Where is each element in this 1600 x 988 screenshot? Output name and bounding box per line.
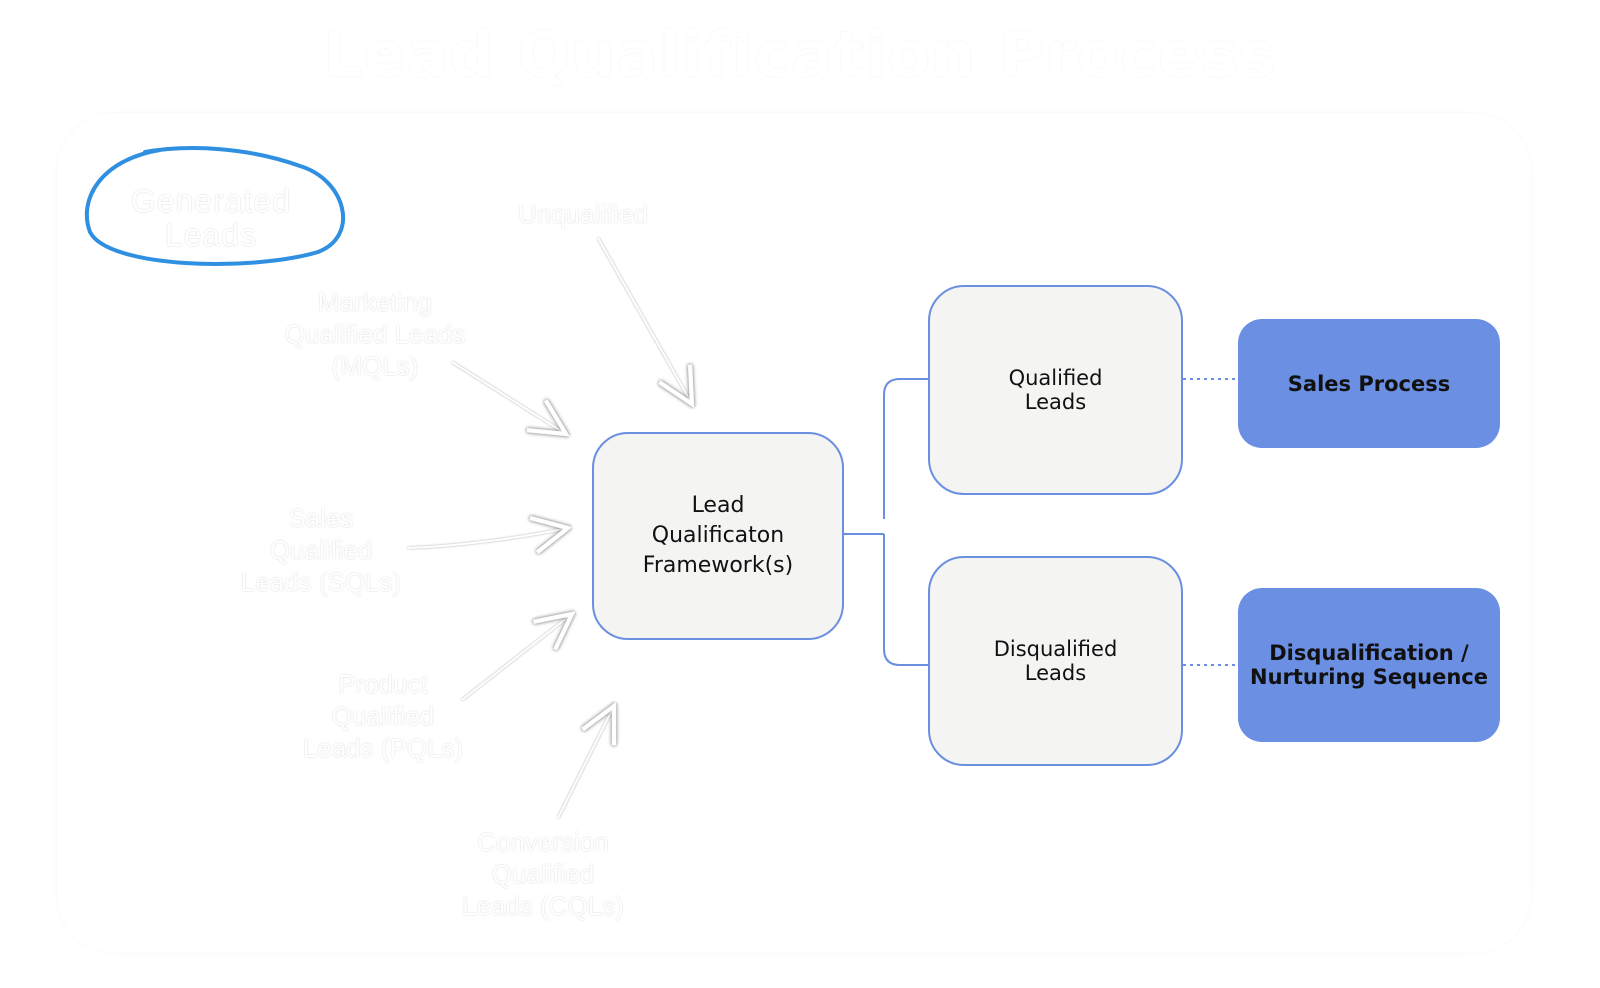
node-qualified-leads: Qualified Leads bbox=[928, 285, 1183, 495]
arrow-pql bbox=[461, 614, 572, 701]
label-cql: Conversion Qualified Leads (CQLs) bbox=[462, 827, 624, 921]
connector-to-qualified bbox=[883, 378, 928, 666]
label-mql: Marketing Qualified Leads (MQLs) bbox=[284, 287, 466, 381]
arrow-mql bbox=[451, 361, 566, 434]
node-sales-process: Sales Process bbox=[1238, 319, 1500, 448]
generated-leads-label: Generated Leads bbox=[130, 183, 292, 253]
node-framework: Lead Qualificaton Framework(s) bbox=[592, 432, 844, 640]
node-disqualified-leads: Disqualified Leads bbox=[928, 556, 1183, 766]
label-pql: Product Qualified Leads (PQLs) bbox=[302, 669, 464, 763]
node-nurturing-sequence: Disqualification / Nurturing Sequence bbox=[1238, 588, 1500, 742]
diagram-title: Lead Qualification Process bbox=[323, 18, 1277, 91]
arrow-unqualified bbox=[597, 237, 692, 404]
label-sql: Sales Qualified Leads (SQLs) bbox=[240, 503, 402, 597]
label-unqualified: Unqualified bbox=[517, 199, 649, 229]
arrow-cql bbox=[557, 706, 614, 819]
arrow-sql bbox=[407, 528, 568, 548]
highlight-circle bbox=[84, 146, 345, 266]
